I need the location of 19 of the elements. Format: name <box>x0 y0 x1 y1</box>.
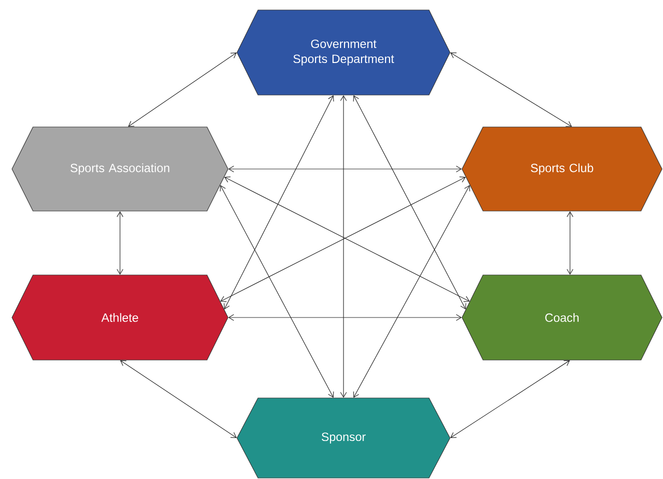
arrow <box>120 360 237 438</box>
arrow <box>566 211 574 275</box>
arrow <box>450 360 570 438</box>
arrow <box>128 52 237 127</box>
hexagon-box: Sponsor <box>236 398 450 478</box>
arrow <box>228 314 462 321</box>
arrow <box>353 185 470 398</box>
hexagon-box: Coach <box>462 274 662 360</box>
arrow <box>353 95 466 310</box>
arrow <box>224 95 334 310</box>
hexagon-box: Government Sports Department <box>236 10 450 96</box>
hexagon-box: Athlete <box>12 274 228 360</box>
arrow <box>228 166 462 172</box>
arrow <box>220 185 334 398</box>
hexagon-box: Sports Association <box>12 126 228 212</box>
arrow <box>116 211 124 275</box>
arrow <box>340 95 347 398</box>
arrow <box>450 52 572 127</box>
hexagon-box: Sports Club <box>462 126 662 212</box>
